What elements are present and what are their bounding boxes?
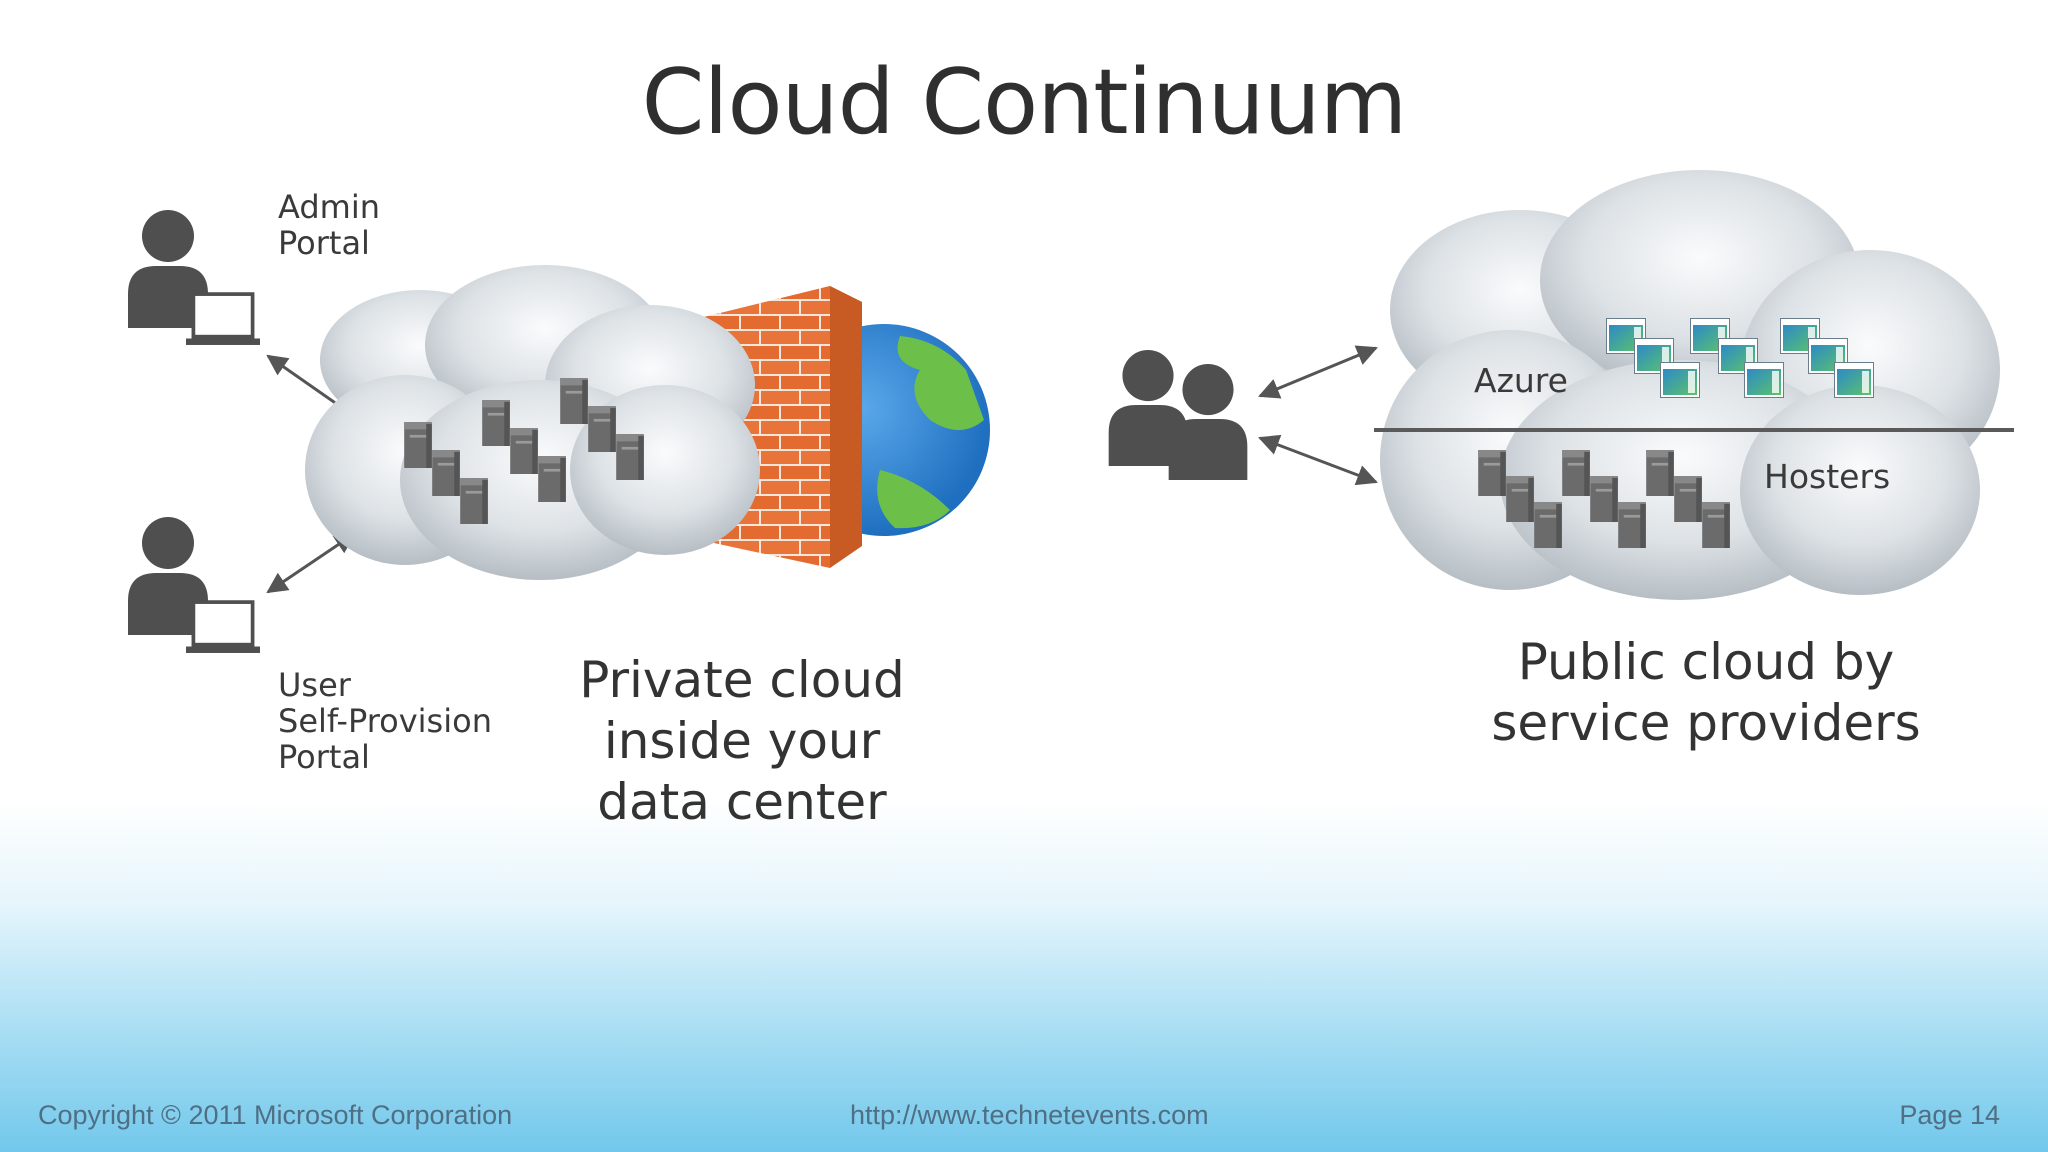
server-icon: [1646, 450, 1674, 496]
slide-title: Cloud Continuum: [641, 50, 1408, 155]
server-icon: [460, 478, 488, 524]
server-icon: [1534, 502, 1562, 548]
footer-copyright: Copyright © 2011 Microsoft Corporation: [38, 1100, 513, 1130]
azure-label: Azure: [1474, 361, 1568, 400]
app-window-icon: [1744, 362, 1784, 398]
server-icon: [538, 456, 566, 502]
caption-line: inside your: [603, 712, 881, 770]
caption-line: data center: [597, 773, 887, 831]
server-icon: [1618, 502, 1646, 548]
server-icon: [588, 406, 616, 452]
app-window-icon: [1834, 362, 1874, 398]
server-icon: [510, 428, 538, 474]
server-icon: [404, 422, 432, 468]
server-icon: [560, 378, 588, 424]
caption-line: Public cloud by: [1517, 633, 1895, 691]
footer-url[interactable]: http://www.technetevents.com: [850, 1100, 1209, 1130]
azure-arrow: [1258, 345, 1378, 399]
server-icon: [1590, 476, 1618, 522]
server-icon: [432, 450, 460, 496]
server-icon: [1562, 450, 1590, 496]
app-window-icon: [1660, 362, 1700, 398]
server-icon: [1506, 476, 1534, 522]
caption-line: Private cloud: [579, 651, 905, 709]
user-laptop-icon: [186, 600, 260, 655]
hosters-label: Hosters: [1764, 457, 1890, 496]
server-icon: [1702, 502, 1730, 548]
user-arrow: [266, 532, 356, 594]
admin-portal-label: Admin Portal: [278, 188, 390, 262]
admin-laptop-icon: [186, 292, 260, 347]
private-cloud-caption: Private cloud inside your data center: [542, 650, 942, 833]
server-icon: [616, 434, 644, 480]
server-icon: [1478, 450, 1506, 496]
caption-line: service providers: [1491, 694, 1921, 752]
people-icon: [1108, 349, 1248, 480]
footer-page-number: Page 14: [1899, 1100, 2000, 1130]
server-icon: [1674, 476, 1702, 522]
user-portal-label: User Self-Provision Portal: [278, 666, 502, 776]
public-cloud-caption: Public cloud by service providers: [1456, 632, 1956, 754]
private-cloud-icon: [305, 265, 760, 580]
hosters-arrow: [1258, 434, 1378, 486]
server-icon: [482, 400, 510, 446]
